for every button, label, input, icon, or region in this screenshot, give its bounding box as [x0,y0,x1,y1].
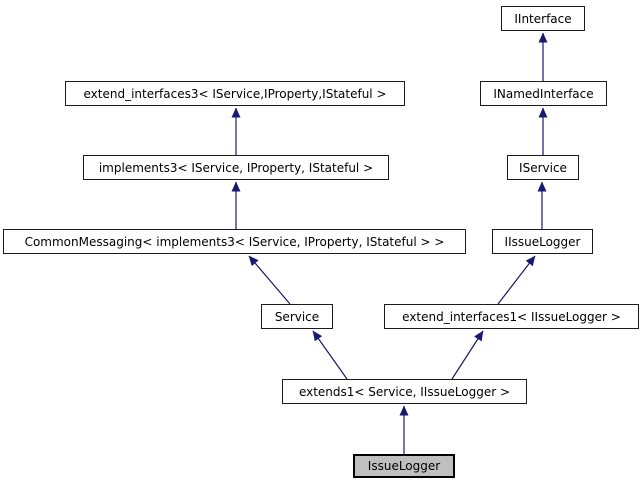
inheritance-arrow [451,330,484,380]
node-service[interactable]: Service [261,304,333,329]
node-extend-interfaces1[interactable]: extend_interfaces1< IIssueLogger > [384,304,639,329]
inheritance-arrow [248,255,291,305]
inheritance-arrow [312,330,348,380]
node-commonmessaging[interactable]: CommonMessaging< implements3< IService, … [3,229,466,254]
inheritance-arrow [497,255,536,305]
node-extends1[interactable]: extends1< Service, IIssueLogger > [282,379,527,404]
node-inamedinterface[interactable]: INamedInterface [480,81,607,106]
node-implements3[interactable]: implements3< IService, IProperty, IState… [83,155,389,180]
node-iinterface[interactable]: IInterface [501,6,585,31]
node-extend-interfaces3[interactable]: extend_interfaces3< IService,IProperty,I… [65,81,405,106]
node-iservice[interactable]: IService [507,155,579,180]
node-iissuelogger[interactable]: IIssueLogger [492,229,593,254]
node-issuelogger-current: IssueLogger [353,454,455,478]
